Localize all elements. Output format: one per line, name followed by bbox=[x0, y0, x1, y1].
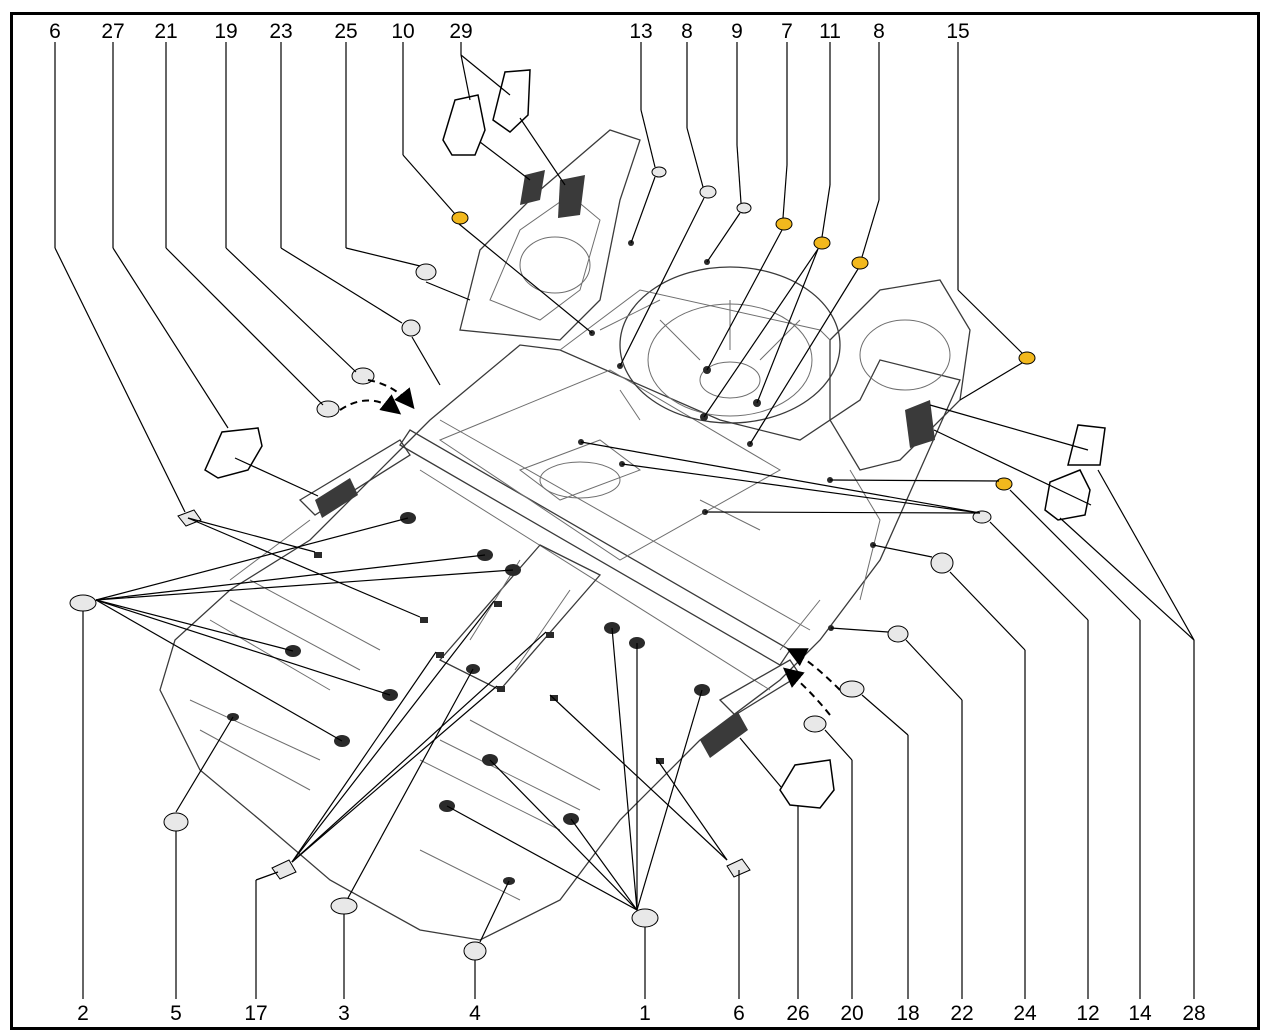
pad-29b bbox=[492, 69, 531, 133]
callout-bottom: 12 bbox=[1076, 1002, 1099, 1025]
callout-bottom: 20 bbox=[840, 1002, 863, 1025]
callout-bottom: 24 bbox=[1013, 1002, 1037, 1025]
pad-28-installed bbox=[905, 400, 935, 448]
loose-plugs-highlighted bbox=[451, 211, 1036, 491]
leader-lines bbox=[54, 42, 1195, 999]
callout-bottom: 17 bbox=[244, 1002, 267, 1025]
callout-top: 9 bbox=[731, 20, 743, 43]
callout-bottom: 18 bbox=[896, 1002, 919, 1025]
callout-top: 23 bbox=[269, 20, 292, 43]
callout-bottom: 26 bbox=[786, 1002, 809, 1025]
callout-top: 10 bbox=[391, 20, 414, 43]
callout-top: 11 bbox=[819, 20, 841, 43]
install-arrows bbox=[339, 379, 841, 716]
pad-26-installed bbox=[700, 712, 748, 758]
callout-top: 25 bbox=[334, 20, 357, 43]
callout-top: 19 bbox=[214, 20, 237, 43]
callouts-top: 6 27 21 19 23 25 10 29 13 8 9 7 11 8 15 bbox=[49, 20, 970, 43]
callout-top: 21 bbox=[154, 20, 177, 43]
pad-28a bbox=[1044, 469, 1091, 521]
callout-bottom: 4 bbox=[469, 1002, 481, 1025]
callout-top: 8 bbox=[873, 20, 885, 43]
callout-top: 27 bbox=[101, 20, 124, 43]
pad-29a bbox=[442, 94, 486, 156]
callout-bottom: 14 bbox=[1128, 1002, 1152, 1025]
callout-bottom: 2 bbox=[77, 1002, 89, 1025]
callout-top: 7 bbox=[781, 20, 793, 43]
pad-27 bbox=[204, 427, 263, 479]
callouts-bottom: 2 5 17 3 4 1 6 26 20 18 22 24 12 14 28 bbox=[77, 1002, 1206, 1025]
callout-bottom: 3 bbox=[338, 1002, 350, 1025]
callout-bottom: 28 bbox=[1182, 1002, 1205, 1025]
callout-top: 15 bbox=[946, 20, 969, 43]
callout-bottom: 22 bbox=[950, 1002, 973, 1025]
installed-pads bbox=[315, 170, 935, 758]
pad-29a-installed bbox=[558, 175, 585, 218]
callout-top: 8 bbox=[681, 20, 693, 43]
loose-plugs-plain bbox=[69, 166, 992, 961]
callout-top: 29 bbox=[449, 20, 472, 43]
callout-top: 6 bbox=[49, 20, 61, 43]
pad-26 bbox=[779, 759, 835, 809]
installed-plugs bbox=[227, 240, 876, 885]
callout-top: 13 bbox=[629, 20, 652, 43]
diagram-frame bbox=[10, 12, 1260, 1030]
callout-bottom: 5 bbox=[170, 1002, 182, 1025]
pad-27-installed bbox=[315, 478, 358, 518]
callout-bottom: 1 bbox=[639, 1002, 651, 1025]
pad-29b-installed bbox=[520, 170, 545, 205]
pad-28b bbox=[1067, 424, 1106, 466]
callout-bottom: 6 bbox=[733, 1002, 745, 1025]
loose-pads bbox=[204, 69, 1106, 809]
